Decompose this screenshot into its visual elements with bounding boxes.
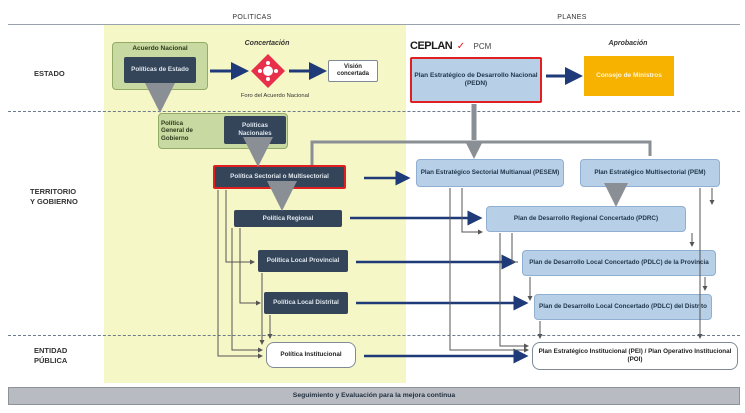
row-label-estado: ESTADO — [34, 69, 65, 78]
politicas-de-estado-box: Políticas de Estado — [124, 57, 196, 83]
seguimiento-footer-bar: Seguimiento y Evaluación para la mejora … — [8, 387, 740, 405]
vision-concertada-box: Visión concertada — [328, 60, 378, 82]
ceplan-check-icon: ✓ — [456, 41, 466, 52]
row-divider-2 — [8, 335, 740, 336]
row-label-territorio: TERRITORIO Y GOBIERNO — [30, 187, 78, 207]
politicas-column-header: POLITICAS — [232, 14, 272, 21]
row-label-entidad: ENTIDAD PÚBLICA — [34, 346, 68, 366]
connector-line — [499, 233, 529, 349]
connector-line — [231, 228, 263, 353]
consejo-ministros-box: Consejo de Ministros — [584, 56, 674, 96]
connector-line — [217, 190, 263, 359]
pcm-logo-text: PCM — [473, 42, 492, 51]
acuerdo-nacional-title: Acuerdo Nacional — [132, 45, 188, 52]
foro-acuerdo-label: Foro del Acuerdo Nacional — [240, 93, 310, 99]
connector-line — [461, 188, 483, 235]
ceplan-pcm-logo: CEPLAN ✓ PCM — [410, 36, 528, 54]
connector-line — [449, 188, 529, 353]
pdlc-distrito-box: Plan de Desarrollo Local Concertado (PDL… — [534, 294, 712, 320]
pdrc-box: Plan de Desarrollo Regional Concertado (… — [486, 206, 686, 232]
politica-local-provincial-box: Política Local Provincial — [258, 250, 348, 272]
row-divider-1 — [8, 111, 740, 112]
planes-column-header: PLANES — [557, 14, 587, 21]
politica-regional-box: Política Regional — [234, 210, 342, 227]
aprobacion-label: Aprobación — [608, 40, 648, 47]
concertation-icon — [250, 53, 286, 89]
pei-poi-box: Plan Estratégico Institucional (PEI) / P… — [532, 342, 738, 370]
politica-local-distrital-box: Política Local Distrital — [264, 292, 348, 314]
ceplan-logo-text: CEPLAN — [410, 40, 453, 52]
pem-box: Plan Estratégico Multisectorial (PEM) — [580, 159, 720, 187]
pedn-box: Plan Estratégico de Desarrollo Nacional … — [410, 57, 542, 103]
connector-line — [239, 228, 261, 306]
pdlc-provincia-box: Plan de Desarrollo Local Concertado (PDL… — [522, 250, 716, 276]
connector-line — [225, 190, 255, 265]
connector-line — [511, 233, 518, 263]
politica-general-label: Política General de Gobierno — [161, 119, 193, 142]
pesem-box: Plan Estratégico Sectorial Multianual (P… — [416, 159, 564, 187]
concertacion-label: Concertación — [244, 40, 290, 47]
politica-institucional-box: Política Institucional — [266, 342, 356, 368]
pedn-distribution-line — [310, 140, 652, 165]
header-divider — [8, 24, 740, 25]
seguimiento-footer-text: Seguimiento y Evaluación para la mejora … — [292, 391, 456, 399]
